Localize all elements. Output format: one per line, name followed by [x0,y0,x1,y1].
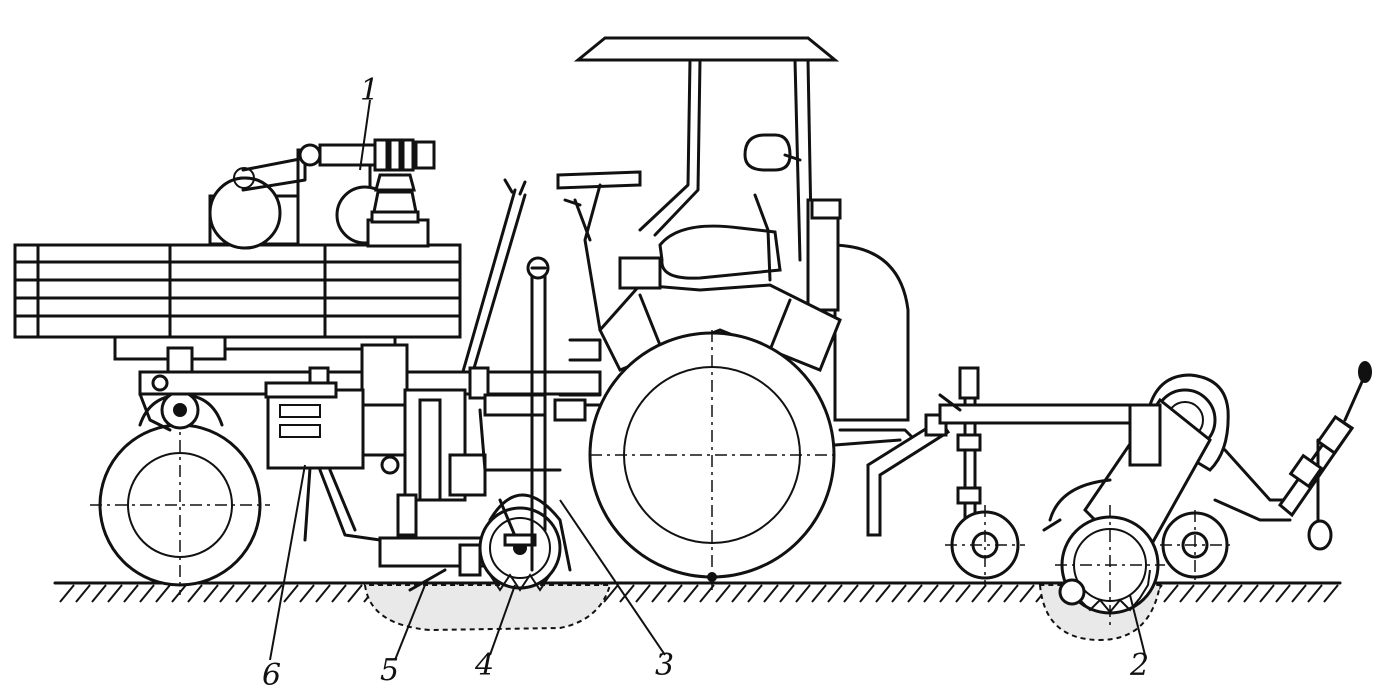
hatch-stroke [987,584,1003,603]
trench-rotor-2 [1042,373,1302,625]
hatch-stroke [683,584,699,603]
hatch-stroke [811,584,827,603]
cargo-platform [13,243,462,361]
hatch-stroke [123,584,139,603]
hatch-stroke [1259,584,1275,603]
hatch-stroke [203,584,219,603]
rear-hydraulic [1277,361,1372,551]
hatch-stroke [1003,584,1019,603]
hatch-stroke [619,584,635,603]
hatch-stroke [59,584,75,603]
hatch-stroke [219,584,235,603]
hatch-stroke [731,584,747,603]
hatch-stroke [1019,584,1035,603]
front-linkage [833,366,1132,585]
rear-support-wheel [90,346,270,595]
central-mechanism [308,343,562,537]
hatch-stroke [1195,584,1211,603]
hatch-stroke [747,584,763,603]
hatch-stroke [91,584,107,603]
hatch-stroke [635,584,651,603]
leader-lines [269,99,1146,661]
hatch-stroke [267,584,283,603]
hatch-stroke [715,584,731,603]
hatch-stroke [107,584,123,603]
hatch-stroke [1163,584,1179,603]
hatch-stroke [251,584,267,603]
hatch-stroke [75,584,91,603]
tractor-rear-wheel [588,330,840,590]
hatch-stroke [235,584,251,603]
hatch-stroke [1291,584,1307,603]
callout-2: 2 [1129,648,1149,683]
hatch-stroke [795,584,811,603]
hatch-stroke [1243,584,1259,603]
drive-unit [208,138,436,250]
rotary-brush-4 [478,493,572,592]
hatch-stroke [299,584,315,603]
hatch-stroke [603,584,619,603]
hatch-stroke [971,584,987,603]
hatch-stroke [187,584,203,603]
hatch-stroke [1179,584,1195,603]
hatch-stroke [1307,584,1323,603]
hatch-stroke [315,584,331,603]
hatch-stroke [1275,584,1291,603]
hatch-stroke [843,584,859,603]
hatch-stroke [827,584,843,603]
hatch-stroke [891,584,907,603]
hatch-stroke [859,584,875,603]
signal-post-3 [526,256,550,572]
hatch-stroke [347,584,363,603]
hatch-stroke [331,584,347,603]
hatch-stroke [763,584,779,603]
hatch-stroke [1323,584,1339,603]
hatch-stroke [667,584,683,603]
tractor-body [553,36,910,422]
hatch-stroke [171,584,187,603]
hatch-stroke [907,584,923,603]
callout-5: 5 [380,653,399,688]
hatch-stroke [651,584,667,603]
hatch-stroke [779,584,795,603]
hatch-stroke [1227,584,1243,603]
hatch-stroke [875,584,891,603]
hatch-stroke [955,584,971,603]
lever-post [460,178,527,377]
soil-trench-left [363,584,612,632]
hatch-stroke [939,584,955,603]
gearbox-6 [264,381,365,542]
hatch-stroke [923,584,939,603]
callout-4: 4 [474,648,494,683]
hatch-stroke [155,584,171,603]
callout-1: 1 [360,73,379,108]
callout-6: 6 [262,658,281,692]
hatch-stroke [283,584,299,603]
hatch-stroke [1211,584,1227,603]
hatch-stroke [139,584,155,603]
callout-3: 3 [655,648,674,683]
